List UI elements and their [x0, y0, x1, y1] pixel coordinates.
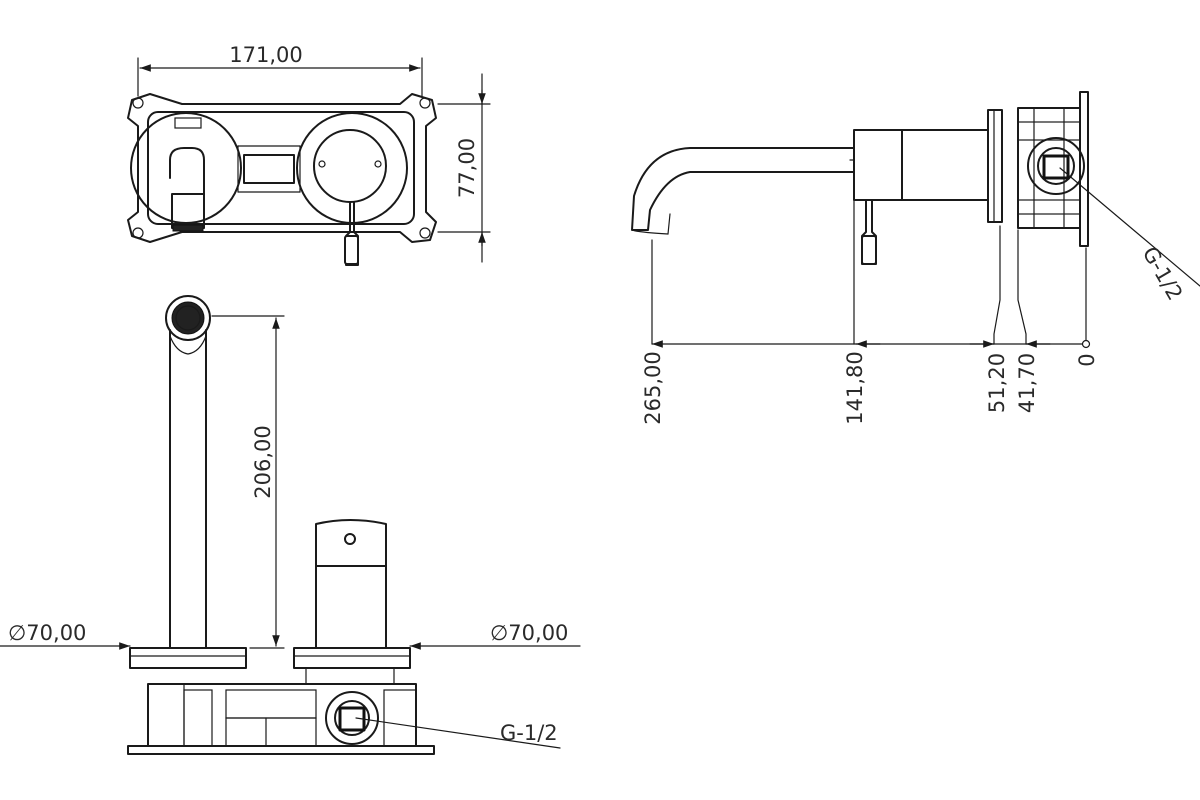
- top-view-spout-housing: [130, 112, 242, 224]
- side-view-thread-leader: [1059, 167, 1200, 287]
- side-view-thread-outer: [1027, 137, 1085, 195]
- front-view-spout-neck: [169, 335, 207, 355]
- side-view-handle-collar: [853, 129, 903, 201]
- side-view-back-plate: [1079, 91, 1089, 247]
- side-view-plate-a-label: 51,20: [985, 353, 1009, 413]
- front-view-body-rib: [225, 717, 317, 747]
- front-view-height-label: 206,00: [251, 425, 275, 498]
- top-view-handle-base: [296, 112, 408, 224]
- right-diameter-value: 70,00: [508, 621, 568, 645]
- top-view-width-label: 171,00: [229, 43, 302, 67]
- side-view-extension-line: [993, 225, 1001, 345]
- side-view-thread-label: G-1/2: [1138, 243, 1188, 305]
- side-view-spout-reach-label: 265,00: [641, 351, 665, 424]
- side-view-zero-origin: [1081, 339, 1091, 349]
- diameter-symbol: ∅: [490, 621, 508, 645]
- front-view-thread-label: G-1/2: [500, 721, 558, 745]
- front-view-aerator-ring: [175, 305, 201, 331]
- side-view-extension-line: [1017, 229, 1027, 345]
- top-view-lever-tip: [344, 235, 359, 265]
- top-view-inner-box: [147, 111, 415, 225]
- front-view-aerator: [171, 301, 205, 335]
- front-view-body-rib: [183, 689, 213, 747]
- top-view-lug-hole: [419, 227, 431, 239]
- side-view-thread-inner: [1037, 147, 1075, 185]
- top-view-lug-hole: [132, 97, 144, 109]
- side-view-body: [901, 129, 989, 201]
- top-view-height-label: 77,00: [455, 138, 479, 198]
- front-view-right-diameter-label: ∅70,00: [490, 621, 568, 645]
- top-view-handle-mark: [374, 160, 382, 168]
- side-view-spout: [631, 147, 855, 231]
- top-view-spout-aerator: [172, 224, 204, 232]
- side-view-box-rib: [1017, 121, 1081, 141]
- top-view-mounting-plate: [127, 93, 437, 243]
- left-diameter-value: 70,00: [26, 621, 86, 645]
- side-view-thread-mark: [1042, 154, 1070, 180]
- front-view-mixer-cap: [315, 519, 387, 567]
- front-view: 206,00 ∅70,00 ∅70,00 G-1/2: [0, 295, 581, 755]
- front-view-body-rib: [383, 689, 417, 747]
- front-view-thread-outer: [325, 691, 379, 745]
- front-view-mixer-hole: [344, 533, 356, 545]
- front-view-thread-leader: [355, 717, 561, 749]
- front-view-body-rib: [225, 689, 317, 719]
- side-view-spout-tip: [631, 213, 671, 235]
- top-view: 171,00 77,00: [127, 43, 491, 266]
- front-view-right-plate: [293, 647, 411, 669]
- front-view-left-diameter-label: ∅70,00: [8, 621, 86, 645]
- side-view-zero-label: 0: [1075, 353, 1099, 366]
- front-view-thread-inner: [334, 700, 370, 736]
- front-view-mixer-body: [315, 565, 387, 649]
- front-view-base-plate: [127, 745, 435, 755]
- front-view-spout-outlet: [165, 295, 211, 341]
- top-view-label-plate: [174, 117, 202, 129]
- side-view-lever-tip: [861, 235, 877, 265]
- side-view-wall-plate: [987, 109, 1003, 223]
- front-view-thread-mark: [338, 706, 366, 732]
- side-view-box-rib: [1017, 199, 1081, 215]
- top-view-middle-slot: [243, 154, 295, 184]
- top-view-lug-hole: [419, 97, 431, 109]
- diameter-symbol: ∅: [8, 621, 26, 645]
- top-view-lug-hole: [132, 227, 144, 239]
- front-view-body-rib: [147, 683, 185, 747]
- front-view-concealed-body: [147, 683, 417, 747]
- front-view-left-plate: [129, 647, 247, 669]
- side-view-handle-offset-label: 141,80: [843, 351, 867, 424]
- top-view-spout: [169, 147, 205, 201]
- side-view-plate-b-label: 41,70: [1015, 353, 1039, 413]
- top-view-handle-mark: [318, 160, 326, 168]
- side-view: G-1/2 265,00 141,80 51,20 41,70 0: [631, 91, 1200, 425]
